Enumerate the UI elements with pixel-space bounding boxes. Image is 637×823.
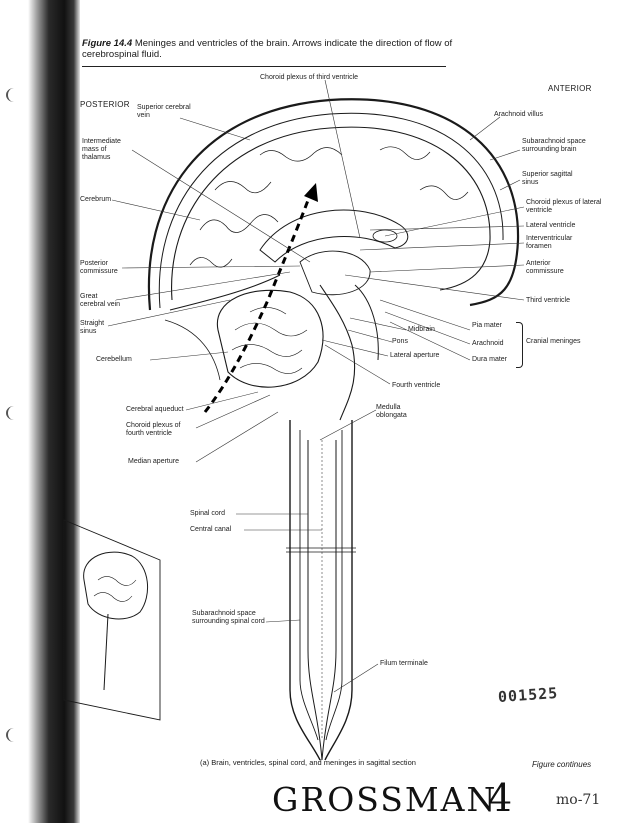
label-cerebellum: Cerebellum: [96, 356, 132, 363]
spinal-column-outer-left: [289, 420, 321, 761]
csf-flow-arrows: [203, 194, 312, 413]
label-cranial-meninges: Cranial meninges: [526, 338, 581, 345]
brainstem-outline: [319, 284, 356, 421]
handwritten-reference: mo-71: [556, 792, 601, 808]
cerebrum-outline: [171, 126, 491, 301]
label-pons: Pons: [392, 338, 408, 345]
label-median-aperture: Median aperture: [128, 458, 179, 465]
thalamus-shape: [299, 250, 371, 296]
title-rule: [82, 66, 446, 67]
label-subarachnoid-cord: Subarachnoid space surrounding spinal co…: [192, 610, 265, 625]
label-arachnoid: Arachnoid: [472, 340, 504, 347]
handwritten-number: 4: [488, 776, 513, 820]
label-posterior-commissure: Posterior commissure: [80, 260, 118, 275]
label-midbrain: Midbrain: [408, 326, 435, 333]
figure-title: Figure 14.4 Meninges and ventricles of t…: [82, 38, 462, 60]
label-intermediate-mass: Intermediate mass of thalamus: [82, 138, 121, 161]
label-fourth-ventricle: Fourth ventricle: [392, 382, 441, 389]
cerebellum-outline: [216, 289, 324, 388]
posterior-heading: POSTERIOR: [80, 100, 130, 109]
figure-continues-note: Figure continues: [532, 760, 592, 769]
label-lateral-ventricle: Lateral ventricle: [526, 222, 576, 229]
label-pia-mater: Pia mater: [472, 322, 502, 329]
label-superior-sagittal-sinus: Superior sagittal sinus: [522, 171, 573, 186]
label-spinal-cord: Spinal cord: [190, 510, 226, 517]
binding-shadow: [28, 0, 80, 823]
label-anterior-commissure: Anterior commissure: [526, 260, 564, 275]
inset-box: [63, 519, 161, 721]
skull-outline: [147, 98, 520, 311]
label-subarachnoid-brain: Subarachnoid space surrounding brain: [522, 138, 586, 153]
csf-arrowhead: [304, 183, 318, 202]
label-central-canal: Central canal: [190, 526, 232, 533]
label-medulla-oblongata: Medulla oblongata: [376, 404, 407, 419]
label-filum-terminale: Filum terminale: [380, 660, 428, 667]
label-lateral-aperture: Lateral aperture: [390, 352, 440, 359]
leader-lines: [107, 79, 525, 693]
label-dura-mater: Dura mater: [472, 356, 508, 363]
label-superior-cerebral-vein: Superior cerebral vein: [137, 104, 191, 119]
corpus-callosum: [259, 209, 409, 263]
label-choroid-plexus-third: Choroid plexus of third ventricle: [260, 74, 359, 81]
hole-punch-mark: [6, 88, 22, 102]
figure-title-text: Meninges and ventricles of the brain. Ar…: [82, 38, 453, 60]
anterior-heading: ANTERIOR: [548, 84, 592, 93]
label-arachnoid-villus: Arachnoid villus: [494, 111, 544, 118]
label-great-cerebral-vein: Great cerebral vein: [80, 293, 121, 308]
hole-punch-mark: [6, 406, 22, 420]
figure-number: Figure 14.4: [82, 38, 133, 49]
choroid-plexus-lateral-shape: [372, 229, 398, 243]
label-choroid-plexus-lateral: Choroid plexus of lateral ventricle: [526, 199, 602, 214]
handwritten-name: GROSSMAN: [272, 780, 498, 819]
label-cerebrum: Cerebrum: [80, 196, 112, 203]
hole-punch-mark: [6, 728, 22, 742]
inset-brain: [83, 551, 149, 620]
dura-layer: [158, 112, 504, 309]
label-straight-sinus: Straight sinus: [80, 320, 105, 335]
figure-caption: (a) Brain, ventricles, spinal cord, and …: [200, 758, 416, 767]
spinal-cord-shape: [307, 440, 337, 761]
label-third-ventricle: Third ventricle: [526, 297, 570, 304]
label-cerebral-aqueduct: Cerebral aqueduct: [126, 406, 184, 413]
straight-sinus-line: [169, 274, 281, 311]
label-choroid-plexus-fourth: Choroid plexus of fourth ventricle: [126, 422, 181, 437]
meninges-bracket: [516, 322, 523, 368]
label-interventricular-foramen: Interventricular foramen: [526, 235, 573, 250]
spinal-column-outer-right: [324, 420, 353, 761]
